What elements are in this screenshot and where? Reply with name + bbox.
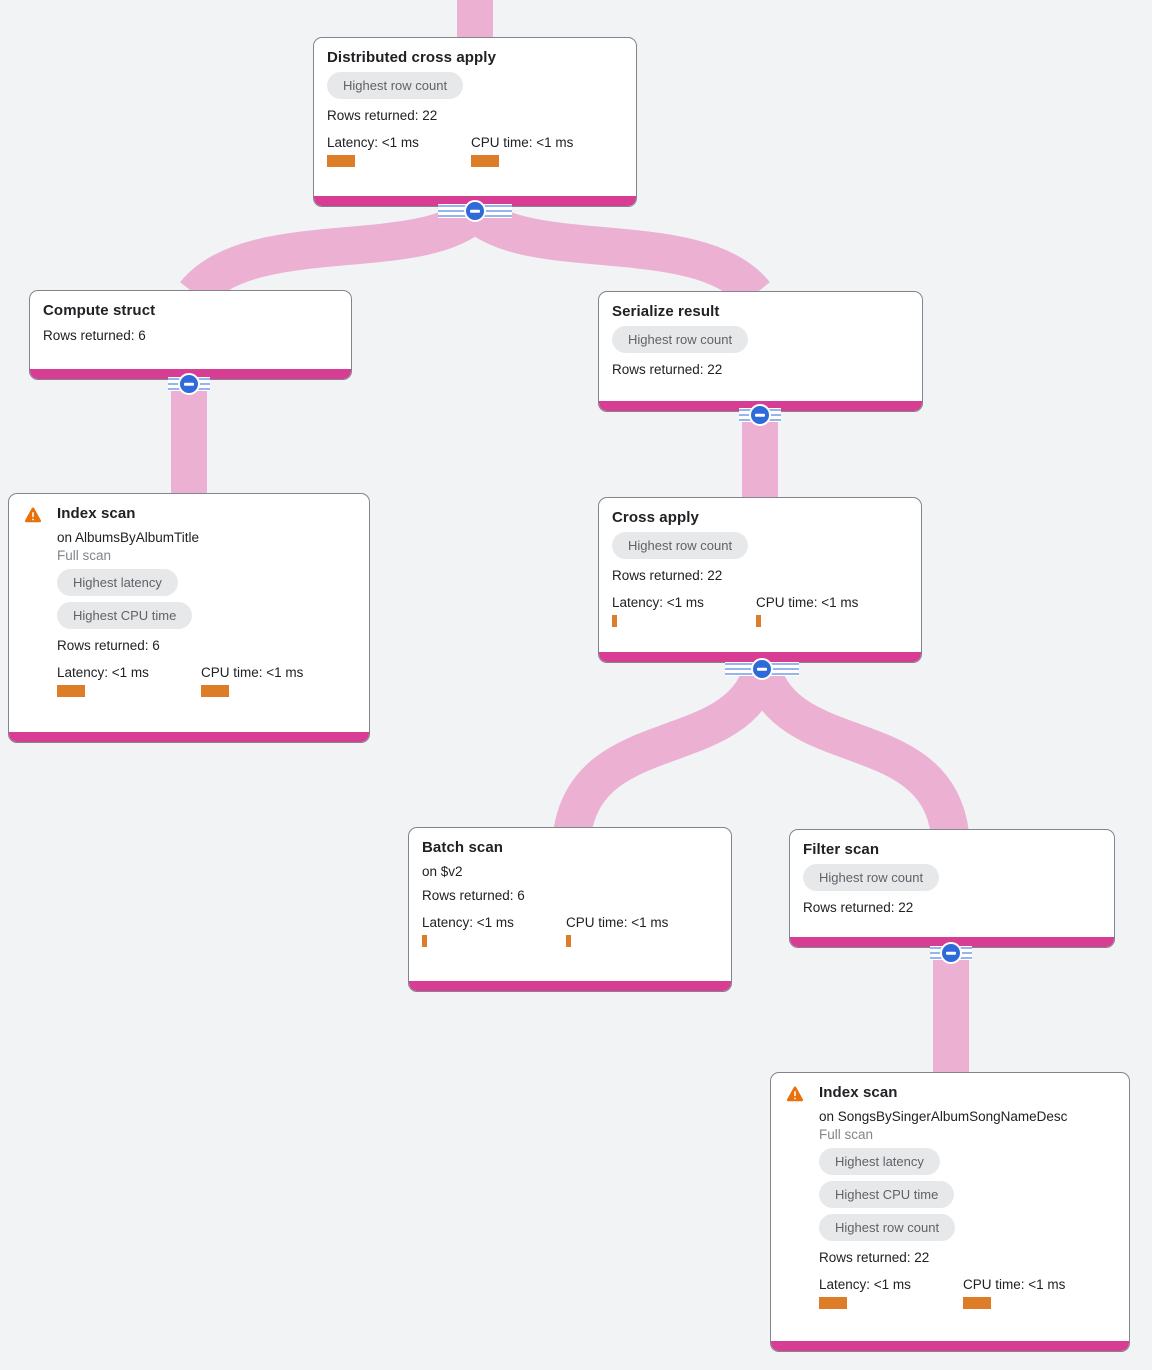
badge-highest-row-count: Highest row count xyxy=(803,864,940,891)
latency-label: Latency: <1 ms xyxy=(612,595,704,610)
node-title: Filter scan xyxy=(803,841,880,858)
rows-returned: Rows returned: 6 xyxy=(57,638,160,653)
collapse-minus-icon[interactable] xyxy=(749,404,771,426)
cpu-time-bar xyxy=(566,935,571,947)
latency-label: Latency: <1 ms xyxy=(422,915,514,930)
node-subtitle: on AlbumsByAlbumTitle xyxy=(57,530,200,545)
node-accent-bar xyxy=(409,981,731,991)
badge-highest-cpu-time: Highest CPU time xyxy=(57,602,193,629)
rows-returned: Rows returned: 22 xyxy=(612,362,723,377)
rows-returned: Rows returned: 22 xyxy=(612,568,723,583)
badge-highest-row-count: Highest row count xyxy=(612,326,749,353)
latency-bar xyxy=(422,935,427,947)
collapse-control-filter xyxy=(930,942,972,964)
collapse-control-serialize xyxy=(739,404,781,426)
collapse-minus-icon[interactable] xyxy=(464,200,486,222)
node-title: Index scan xyxy=(57,505,136,522)
collapse-minus-icon[interactable] xyxy=(940,942,962,964)
rows-returned: Rows returned: 6 xyxy=(43,328,146,343)
node-filter-scan[interactable]: Filter scan Highest row count Rows retur… xyxy=(789,829,1115,948)
badge-highest-row-count: Highest row count xyxy=(612,532,749,559)
collapse-control-distributed xyxy=(438,200,512,222)
collapse-control-cross-apply xyxy=(725,658,799,680)
rows-returned: Rows returned: 22 xyxy=(803,900,914,915)
scan-type: Full scan xyxy=(57,548,112,563)
cpu-time-label: CPU time: <1 ms xyxy=(963,1277,1066,1292)
badge-highest-row-count: Highest row count xyxy=(819,1214,956,1241)
edge-distributed-to-compute xyxy=(180,198,489,307)
node-serialize-result[interactable]: Serialize result Highest row count Rows … xyxy=(598,291,923,412)
latency-label: Latency: <1 ms xyxy=(327,135,419,150)
warning-icon xyxy=(786,1086,804,1102)
scan-type: Full scan xyxy=(819,1127,874,1142)
node-title: Batch scan xyxy=(422,839,504,856)
latency-label: Latency: <1 ms xyxy=(57,665,149,680)
latency-bar xyxy=(612,615,617,627)
node-title: Distributed cross apply xyxy=(327,49,497,66)
latency-bar xyxy=(327,155,355,167)
badge-highest-row-count: Highest row count xyxy=(327,72,464,99)
latency-bar xyxy=(819,1297,847,1309)
collapse-minus-icon[interactable] xyxy=(751,658,773,680)
badge-highest-latency: Highest latency xyxy=(57,569,178,596)
node-accent-bar xyxy=(9,732,369,742)
edge-distributed-to-serialize xyxy=(461,198,770,307)
node-batch-scan[interactable]: Batch scan on $v2 Rows returned: 6 Laten… xyxy=(408,827,732,992)
node-title: Index scan xyxy=(819,1084,898,1101)
cpu-time-bar xyxy=(963,1297,991,1309)
node-distributed-cross-apply[interactable]: Distributed cross apply Highest row coun… xyxy=(313,37,637,207)
node-index-scan-albums[interactable]: Index scan on AlbumsByAlbumTitle Full sc… xyxy=(8,493,370,743)
node-compute-struct[interactable]: Compute struct Rows returned: 6 xyxy=(29,290,352,380)
cpu-time-bar xyxy=(201,685,229,697)
edge-cross-apply-to-filter xyxy=(743,664,969,838)
node-title: Compute struct xyxy=(43,302,156,319)
rows-returned: Rows returned: 22 xyxy=(327,108,438,123)
edge-cross-apply-to-batch xyxy=(553,664,781,838)
latency-bar xyxy=(57,685,85,697)
node-accent-bar xyxy=(771,1341,1129,1351)
cpu-time-label: CPU time: <1 ms xyxy=(756,595,859,610)
collapse-minus-icon[interactable] xyxy=(178,373,200,395)
cpu-time-label: CPU time: <1 ms xyxy=(201,665,304,680)
rows-returned: Rows returned: 22 xyxy=(819,1250,930,1265)
collapse-control-compute xyxy=(168,373,210,395)
node-index-scan-songs[interactable]: Index scan on SongsBySingerAlbumSongName… xyxy=(770,1072,1130,1352)
latency-label: Latency: <1 ms xyxy=(819,1277,911,1292)
rows-returned: Rows returned: 6 xyxy=(422,888,525,903)
node-title: Serialize result xyxy=(612,303,720,320)
node-accent-bar xyxy=(599,652,921,662)
node-subtitle: on $v2 xyxy=(422,864,463,879)
node-cross-apply[interactable]: Cross apply Highest row count Rows retur… xyxy=(598,497,922,663)
badge-highest-cpu-time: Highest CPU time xyxy=(819,1181,955,1208)
node-subtitle: on SongsBySingerAlbumSongNameDesc xyxy=(819,1109,1068,1124)
node-title: Cross apply xyxy=(612,509,699,526)
cpu-time-label: CPU time: <1 ms xyxy=(566,915,669,930)
cpu-time-bar xyxy=(756,615,761,627)
cpu-time-bar xyxy=(471,155,499,167)
cpu-time-label: CPU time: <1 ms xyxy=(471,135,574,150)
badge-highest-latency: Highest latency xyxy=(819,1148,940,1175)
warning-icon xyxy=(24,507,42,523)
